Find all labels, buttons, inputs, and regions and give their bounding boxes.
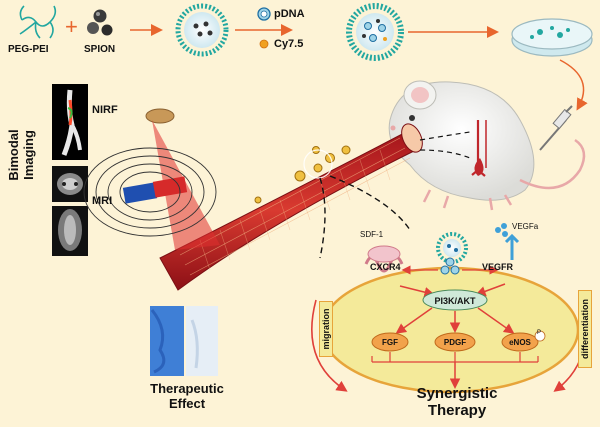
pdgf-node [434, 332, 476, 352]
pdna-cluster-icon [440, 257, 460, 275]
peg-pei-label: PEG-PEI [8, 44, 49, 55]
cy75-icon [259, 39, 269, 49]
petri-dish-icon [511, 18, 593, 57]
pdna-label: pDNA [274, 8, 305, 20]
mri-image-bottom [52, 206, 88, 256]
mri-label: MRI [92, 195, 113, 207]
sdf-1-label: SDF-1 [360, 230, 384, 239]
pi3k-to-fgf [395, 307, 433, 334]
therapeutic-effect-label: Therapeutic Effect [132, 381, 242, 411]
pi3k-label: PI3K/AKT [434, 296, 476, 306]
mouse-connector-2 [419, 149, 471, 159]
highlight-circle [303, 149, 333, 179]
zoom-connector-1 [319, 177, 326, 259]
vegfr-label: VEGFR [482, 262, 514, 272]
left-arc-arrow [311, 299, 348, 392]
vegfr-receptor-icon [504, 233, 520, 260]
spion-icon [87, 9, 113, 36]
fgf-label: FGF [382, 338, 398, 347]
cxcr4-receptor-icon [364, 245, 404, 273]
zoom-connector-2 [329, 175, 411, 231]
phospho-label: P [537, 330, 542, 336]
spion-label: SPION [84, 44, 116, 55]
injection-arrow [559, 59, 588, 111]
magnet-icon [122, 176, 188, 204]
factor-bracket [371, 352, 539, 363]
bimodal-imaging-title: Bimodal Imaging [6, 120, 36, 190]
synergy-line1: Synergistic [416, 385, 498, 402]
vegfr-to-pi3k [475, 283, 506, 297]
cxcr4-label: CXCR4 [370, 262, 401, 272]
peg-pei-icon [19, 5, 57, 39]
stained-tissue-images [150, 306, 218, 376]
mouse-illustration [388, 80, 586, 211]
nirf-image [52, 84, 88, 160]
syringe-icon [539, 105, 573, 151]
vegfa-label: VEGFa [512, 222, 539, 231]
laser-icon [145, 108, 220, 250]
differentiation-label: differentiation [578, 290, 592, 368]
fgf-node [371, 332, 409, 352]
vegfa-icon [495, 223, 508, 237]
nanoparticle-icon [175, 3, 229, 57]
enos-label: eNOS [509, 338, 531, 347]
therapeutic-line1: Therapeutic [150, 381, 224, 396]
blood-vessel [159, 123, 423, 291]
bimodal-title-line2: Imaging [21, 130, 36, 180]
cxcr4-to-pi3k [399, 285, 435, 298]
therapeutic-line2: Effect [168, 396, 206, 411]
migration-label: migration [319, 301, 333, 357]
mouse-connector-1 [419, 131, 471, 141]
enos-node [501, 332, 539, 352]
pdna-icon [257, 7, 271, 21]
phospho-icon [534, 330, 546, 342]
pdgf-label: PDGF [443, 338, 467, 347]
loaded-nanoparticle-icon [346, 3, 404, 61]
mri-image-top [52, 166, 88, 202]
cy75-label: Cy7.5 [274, 38, 304, 50]
nirf-label: NIRF [92, 104, 118, 116]
synergy-line2: Therapy [427, 402, 487, 419]
pi3k-node [422, 289, 488, 311]
pi3k-to-enos [477, 307, 515, 334]
plus-sign: + [65, 14, 78, 39]
membrane-nanoparticle-icon [436, 232, 468, 264]
synergistic-therapy-label: Synergistic Therapy [382, 385, 532, 419]
magnetic-field-lines [83, 147, 217, 237]
bimodal-title-line1: Bimodal [6, 129, 21, 181]
